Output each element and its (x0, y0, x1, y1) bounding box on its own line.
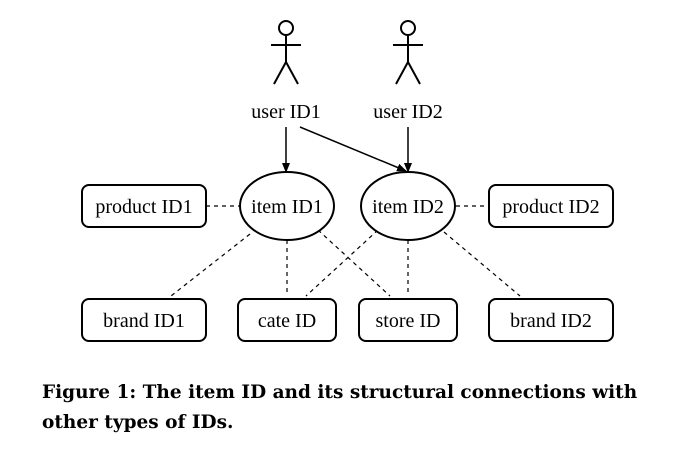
item1-brand1-connector (170, 233, 251, 297)
attribute-label: cate ID (258, 310, 316, 332)
item2-brand2-connector (443, 231, 521, 297)
item1-node (239, 171, 335, 241)
user-label: user ID1 (251, 101, 320, 123)
item-label: item ID1 (251, 196, 323, 218)
item2-cate-connector (305, 229, 379, 297)
figure-caption: Figure 1: The item ID and its structural… (42, 378, 662, 438)
cate-node (237, 298, 337, 342)
attribute-label: brand ID1 (103, 310, 185, 332)
product2-node (488, 184, 614, 228)
product-label: product ID2 (502, 196, 599, 218)
brand2-node (488, 298, 614, 342)
attribute-label: brand ID2 (510, 310, 592, 332)
item2-node (360, 171, 456, 241)
item1-store-connector (317, 229, 391, 297)
user-label: user ID2 (373, 101, 442, 123)
caption-line-2: other types of IDs. (42, 412, 234, 433)
attribute-label: store ID (376, 310, 441, 332)
user-figure-icon (271, 20, 301, 85)
product-label: product ID1 (95, 196, 192, 218)
product1-node (81, 184, 207, 228)
id-relation-diagram: user ID1 user ID2 item ID1 item ID2 prod… (81, 20, 614, 342)
user-figure-icon (393, 20, 423, 85)
store-node (358, 298, 458, 342)
user1-item2-arrow (299, 126, 407, 172)
caption-line-1: Figure 1: The item ID and its structural… (42, 382, 638, 403)
item-label: item ID2 (372, 196, 444, 218)
brand1-node (81, 298, 207, 342)
